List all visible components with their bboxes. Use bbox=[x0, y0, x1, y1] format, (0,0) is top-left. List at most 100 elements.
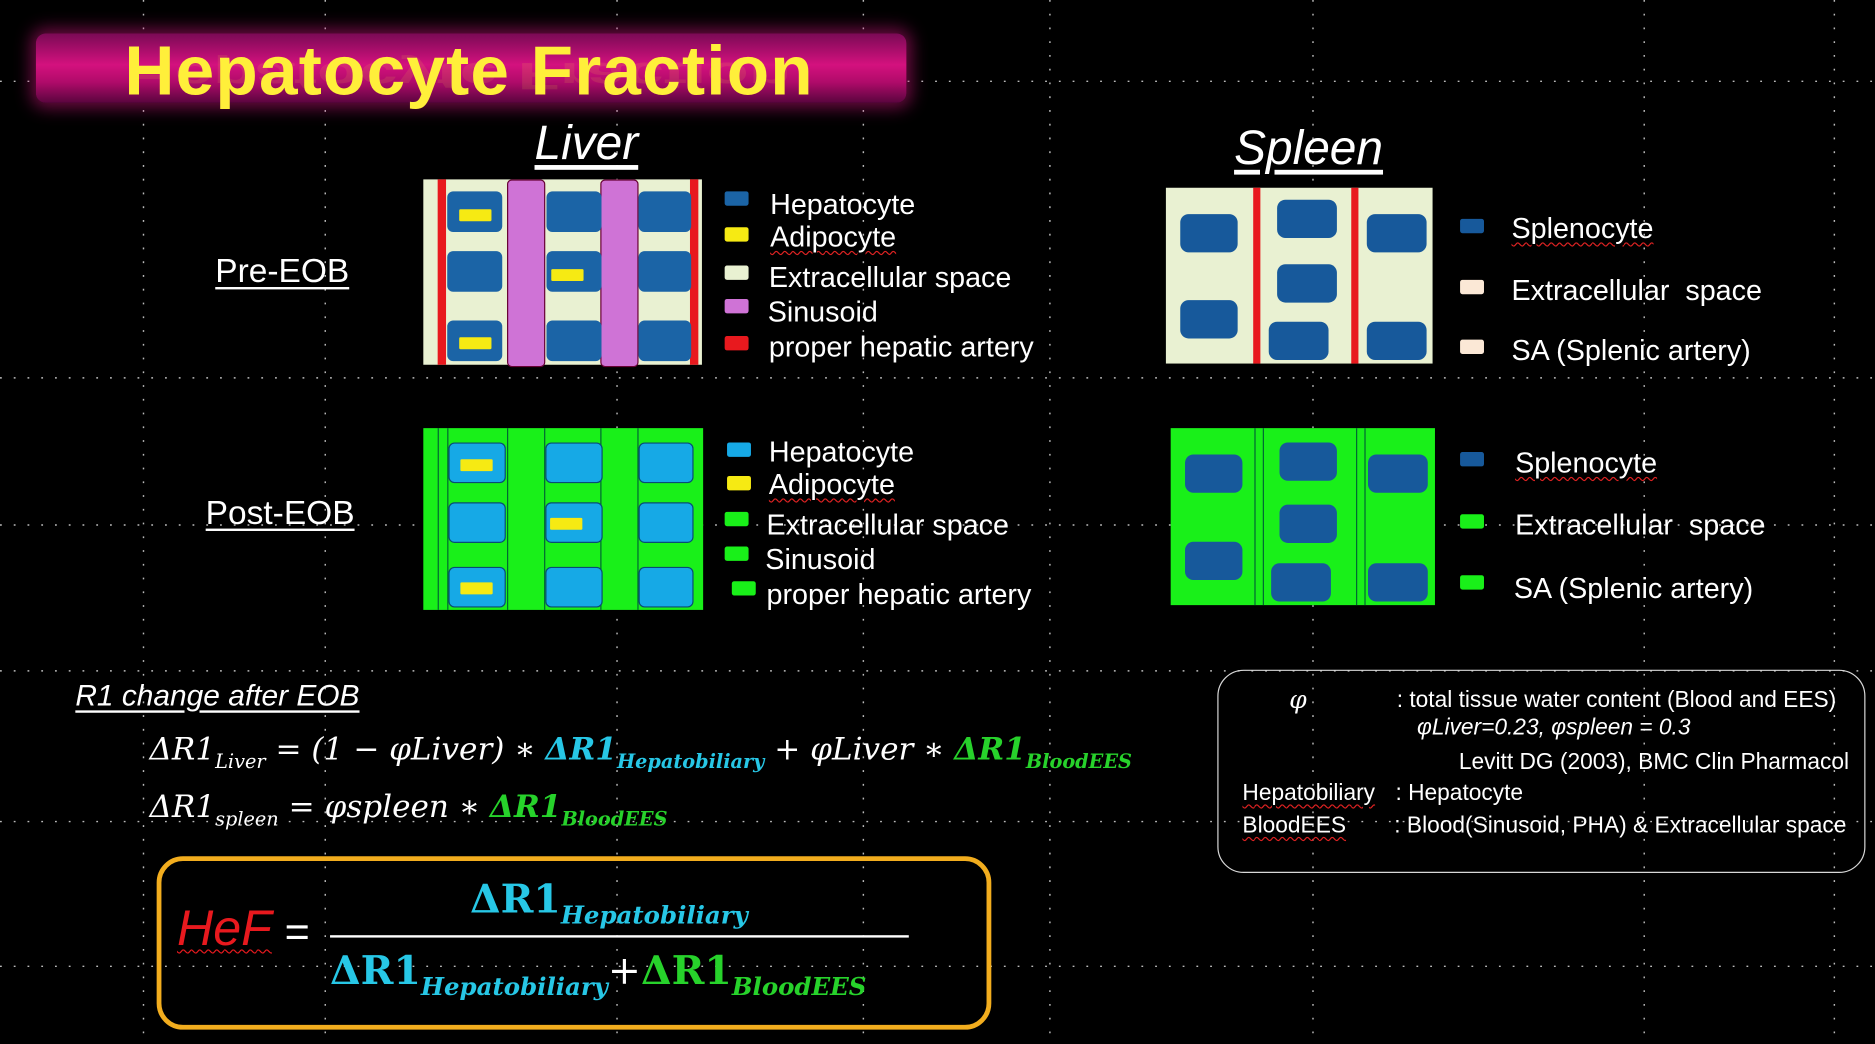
liver-pre-diagram bbox=[423, 179, 702, 368]
legend-label: Extracellular space bbox=[1515, 509, 1766, 542]
legend-swatch-extracellular bbox=[1460, 279, 1484, 295]
hef-numerator: ΔR1Hepatobiliary bbox=[469, 875, 748, 930]
hef-denominator: ΔR1Hepatobiliary+ΔR1BloodEES bbox=[330, 947, 867, 1002]
fraction-bar bbox=[330, 935, 909, 938]
hepatocyte-cell bbox=[638, 191, 692, 233]
legend-swatch-hepatocyte bbox=[727, 442, 751, 457]
splenocyte-cell bbox=[1271, 563, 1331, 602]
hepatocyte-cell bbox=[447, 251, 503, 292]
equations-heading: R1 change after EOB bbox=[75, 679, 360, 713]
adipocyte-cell bbox=[551, 269, 584, 282]
bloodees-definition: : Blood(Sinusoid, PHA) & Extracellular s… bbox=[1394, 813, 1847, 839]
legend-swatch-splenocyte bbox=[1460, 218, 1484, 234]
hepatocyte-cell bbox=[638, 251, 692, 292]
artery-bar bbox=[689, 179, 699, 365]
legend-swatch-adipocyte bbox=[727, 475, 751, 491]
artery-bar bbox=[1351, 187, 1359, 364]
sinusoid-bar bbox=[600, 428, 639, 610]
legend-label: Splenocyte bbox=[1515, 447, 1658, 480]
delta-r1: ΔR1 bbox=[149, 731, 216, 768]
artery-bar bbox=[1253, 187, 1261, 364]
definitions-box bbox=[1217, 669, 1866, 874]
liver-equation: ΔR1Liver = (1 − φLiver) ∗ ΔR1Hepatobilia… bbox=[149, 732, 1131, 773]
spleen-equation: ΔR1spleen = φspleen ∗ ΔR1BloodEES bbox=[149, 789, 667, 830]
spleen-eq-term: = φspleen ∗ bbox=[288, 789, 480, 826]
post-eob-label: Post-EOB bbox=[205, 493, 355, 531]
title-reflection: Hepatocyte Fraction bbox=[124, 54, 792, 98]
legend-label: Extracellular space bbox=[768, 261, 1012, 295]
sinusoid-bar bbox=[507, 179, 546, 368]
bloodees-term: BloodEES bbox=[1242, 813, 1347, 839]
legend-label: SA (Splenic artery) bbox=[1513, 572, 1754, 606]
legend-label: Splenocyte bbox=[1511, 212, 1654, 246]
legend-swatch-sinusoid bbox=[724, 546, 749, 561]
legend-swatch-extracellular bbox=[724, 511, 749, 527]
artery-bar bbox=[1254, 428, 1264, 606]
artery-bar bbox=[437, 179, 447, 365]
legend-swatch-artery bbox=[731, 581, 756, 596]
hepatocyte-cell bbox=[546, 191, 602, 233]
legend-label: Extracellular space bbox=[1511, 275, 1762, 308]
legend-swatch-extracellular bbox=[1460, 514, 1484, 529]
legend-swatch-splenocyte bbox=[1460, 452, 1484, 467]
legend-swatch-hepatocyte bbox=[724, 191, 749, 206]
pre-eob-label: Pre-EOB bbox=[215, 252, 350, 290]
hef-formula-box bbox=[156, 856, 992, 1030]
splenocyte-cell bbox=[1279, 504, 1337, 543]
legend-label: Sinusoid bbox=[765, 544, 876, 577]
hepatobiliary-definition: : Hepatocyte bbox=[1395, 780, 1524, 807]
hef-label: HeF bbox=[176, 899, 272, 956]
splenocyte-cell bbox=[1367, 563, 1428, 602]
adipocyte-cell bbox=[460, 459, 493, 472]
legend-label: proper hepatic artery bbox=[768, 331, 1034, 364]
legend-label: proper hepatic artery bbox=[766, 578, 1032, 612]
splenocyte-cell bbox=[1185, 454, 1243, 493]
legend-swatch-artery bbox=[1460, 575, 1484, 590]
hepatocyte-cell bbox=[545, 442, 603, 484]
splenocyte-cell bbox=[1268, 321, 1329, 360]
legend-label: Extracellular space bbox=[766, 509, 1009, 542]
splenocyte-cell bbox=[1366, 321, 1427, 360]
splenocyte-cell bbox=[1185, 541, 1243, 581]
delta-r1: ΔR1 bbox=[149, 789, 216, 826]
legend-swatch-artery bbox=[1460, 339, 1484, 354]
artery-bar bbox=[1356, 428, 1366, 606]
hepatocyte-cell bbox=[546, 320, 602, 362]
hepatocyte-cell bbox=[638, 502, 694, 543]
sinusoid-bar bbox=[600, 179, 639, 368]
slide-title: Hepatocyte Fraction bbox=[124, 32, 814, 111]
legend-label: Adipocyte bbox=[768, 468, 895, 502]
splenocyte-cell bbox=[1277, 264, 1337, 303]
liver-eq-term-1: = (1 − φLiver) ∗ bbox=[275, 731, 536, 768]
adipocyte-cell bbox=[459, 337, 492, 350]
legend-label: Adipocyte bbox=[770, 221, 897, 254]
phi-values: φLiver=0.23, φspleen = 0.3 bbox=[1417, 715, 1691, 741]
legend-swatch-artery bbox=[724, 336, 749, 351]
phi-symbol: φ bbox=[1289, 685, 1307, 714]
spleen-heading: Spleen bbox=[1234, 121, 1384, 175]
legend-label: SA (Splenic artery) bbox=[1511, 334, 1751, 368]
adipocyte-cell bbox=[459, 209, 492, 222]
splenocyte-cell bbox=[1366, 214, 1427, 253]
artery-bar bbox=[437, 428, 449, 610]
phi-description: : total tissue water content (Blood and … bbox=[1396, 687, 1837, 713]
splenocyte-cell bbox=[1180, 214, 1238, 253]
title-banner bbox=[35, 33, 907, 103]
legend-label: Sinusoid bbox=[767, 296, 878, 329]
legend-label: Hepatocyte bbox=[768, 436, 915, 469]
legend-swatch-sinusoid bbox=[724, 298, 749, 314]
hepatocyte-cell bbox=[448, 502, 506, 543]
liver-eq-term-2: + φLiver ∗ bbox=[774, 731, 945, 768]
delta-r1-hepatobiliary: ΔR1Hepatobiliary bbox=[545, 731, 765, 773]
splenocyte-cell bbox=[1277, 199, 1337, 238]
liver-heading: Liver bbox=[534, 117, 639, 170]
adipocyte-cell bbox=[550, 517, 583, 530]
liver-subscript: Liver bbox=[215, 750, 266, 773]
hepatocyte-cell bbox=[638, 442, 694, 484]
delta-r1-bloodees: ΔR1BloodEES bbox=[954, 731, 1132, 773]
legend-swatch-adipocyte bbox=[724, 227, 749, 242]
splenocyte-cell bbox=[1279, 442, 1337, 481]
spleen-pre-diagram bbox=[1165, 187, 1433, 364]
hepatobiliary-term: Hepatobiliary bbox=[1242, 780, 1376, 807]
